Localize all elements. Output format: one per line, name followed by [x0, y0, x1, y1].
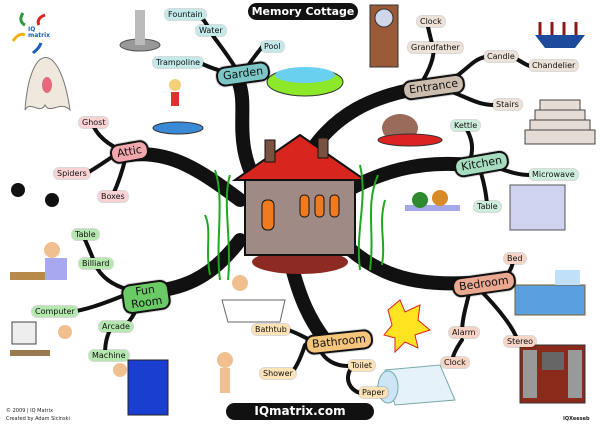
- node-stereo[interactable]: Stereo: [504, 336, 537, 347]
- node-toilet[interactable]: Toilet: [348, 360, 375, 371]
- computer-illustration: [10, 321, 72, 356]
- node-chandelier[interactable]: Chandelier: [529, 60, 579, 71]
- node-bed[interactable]: Bed: [504, 253, 526, 264]
- node-candle[interactable]: Candle: [484, 51, 518, 62]
- credit-text: Created by Adam Sicinski: [6, 416, 70, 422]
- stereo-illustration: [519, 344, 586, 404]
- stairs-illustration: [524, 99, 596, 145]
- node-ghost[interactable]: Ghost: [79, 117, 109, 128]
- node-stairs[interactable]: Stairs: [493, 99, 522, 110]
- node-boxes[interactable]: Boxes: [98, 191, 128, 202]
- node-billiard[interactable]: Billiard: [79, 258, 113, 269]
- artist-signature: IQXeeseb: [563, 416, 590, 422]
- node-bathtub[interactable]: Bathtub: [252, 324, 290, 335]
- logo-matrix: matrix: [28, 32, 51, 39]
- pool-illustration: [266, 67, 344, 97]
- branch-attic: [123, 147, 247, 207]
- node-clock[interactable]: Clock: [417, 16, 445, 27]
- bed-illustration: [514, 270, 586, 316]
- node-grandfather[interactable]: Grandfather: [408, 42, 463, 53]
- node-trampoline[interactable]: Trampoline: [153, 57, 204, 68]
- grandfather-clock-illustration: [369, 4, 399, 68]
- node-spiders[interactable]: Spiders: [54, 168, 90, 179]
- trampoline-illustration: [152, 79, 204, 135]
- node-arcade[interactable]: Arcade: [99, 321, 133, 332]
- copyright-text: © 2009 | IQ Matrix: [6, 408, 53, 414]
- node-pool[interactable]: Pool: [261, 41, 284, 52]
- node-kettle[interactable]: Kettle: [451, 120, 481, 131]
- microwave-illustration: [509, 184, 566, 231]
- wake-up-illustration: [383, 299, 432, 354]
- node-paper[interactable]: Paper: [359, 387, 388, 398]
- node-kitchen-table[interactable]: Table: [474, 201, 501, 212]
- node-computer[interactable]: Computer: [32, 306, 78, 317]
- paper-roll-illustration: [377, 364, 456, 406]
- arcade-machine-illustration: [113, 359, 169, 416]
- shower-illustration: [217, 352, 233, 393]
- node-microwave[interactable]: Microwave: [529, 169, 578, 180]
- logo-iq: IQ: [28, 26, 36, 33]
- table-illustration: [405, 190, 460, 211]
- chandelier-illustration: [535, 22, 585, 48]
- node-shower[interactable]: Shower: [260, 368, 296, 379]
- kettle-illustration: [377, 114, 443, 147]
- ghost-illustration: [24, 57, 71, 112]
- node-machine[interactable]: Machine: [89, 350, 129, 361]
- node-billiard-table[interactable]: Table: [72, 229, 99, 240]
- spiders-illustration: [11, 183, 59, 207]
- node-bedroom-clock[interactable]: Clock: [441, 357, 469, 368]
- node-alarm[interactable]: Alarm: [449, 327, 479, 338]
- footer-website-link[interactable]: IQmatrix.com: [226, 403, 374, 420]
- fountain-illustration: [119, 10, 161, 52]
- node-water[interactable]: Water: [196, 25, 226, 36]
- bathtub-illustration: [221, 275, 286, 323]
- node-fountain[interactable]: Fountain: [165, 9, 206, 20]
- cottage-illustration: [204, 133, 386, 281]
- page-title: Memory Cottage: [248, 3, 358, 20]
- billiard-player-illustration: [10, 242, 67, 280]
